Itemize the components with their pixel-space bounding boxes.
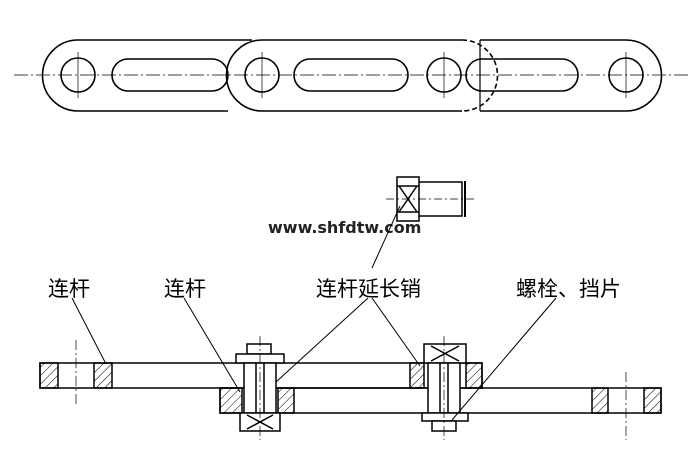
leader-pin-detail: [371, 205, 401, 269]
label-extension-pin: 连杆延长销: [316, 277, 421, 301]
right-link-plate: [480, 39, 663, 112]
right-slot: [465, 58, 579, 92]
middle-slot: [293, 58, 409, 92]
section-hatch-8: [643, 387, 662, 414]
top-view: [14, 39, 690, 112]
section-hatch-1: [39, 362, 59, 389]
extension-pin-detail: [386, 176, 474, 222]
left-slot: [111, 58, 229, 92]
leader-lines: [71, 205, 557, 421]
left-link-plate: [41, 39, 252, 112]
section-hatch-4: [465, 362, 483, 389]
hole-center-marks: [77, 52, 627, 98]
watermark: www.shfdtw.com: [268, 218, 421, 237]
section-hatch-5: [219, 387, 243, 414]
label-link-left: 连杆: [48, 277, 90, 301]
section-hatch-6: [277, 387, 295, 414]
section-hatch-2: [93, 362, 113, 389]
label-bolt-washer: 螺栓、挡片: [516, 277, 621, 301]
middle-link-plate: [225, 39, 462, 112]
leader-pin-left: [275, 297, 369, 383]
side-section-view: [39, 336, 662, 440]
label-link-middle: 连杆: [164, 277, 206, 301]
section-hatch-3: [409, 362, 425, 389]
leader-pin-right: [371, 297, 421, 367]
leader-link-middle: [183, 297, 241, 393]
leader-link-left: [71, 297, 107, 365]
section-hatch-7: [591, 387, 609, 414]
leader-bolt: [451, 297, 557, 421]
